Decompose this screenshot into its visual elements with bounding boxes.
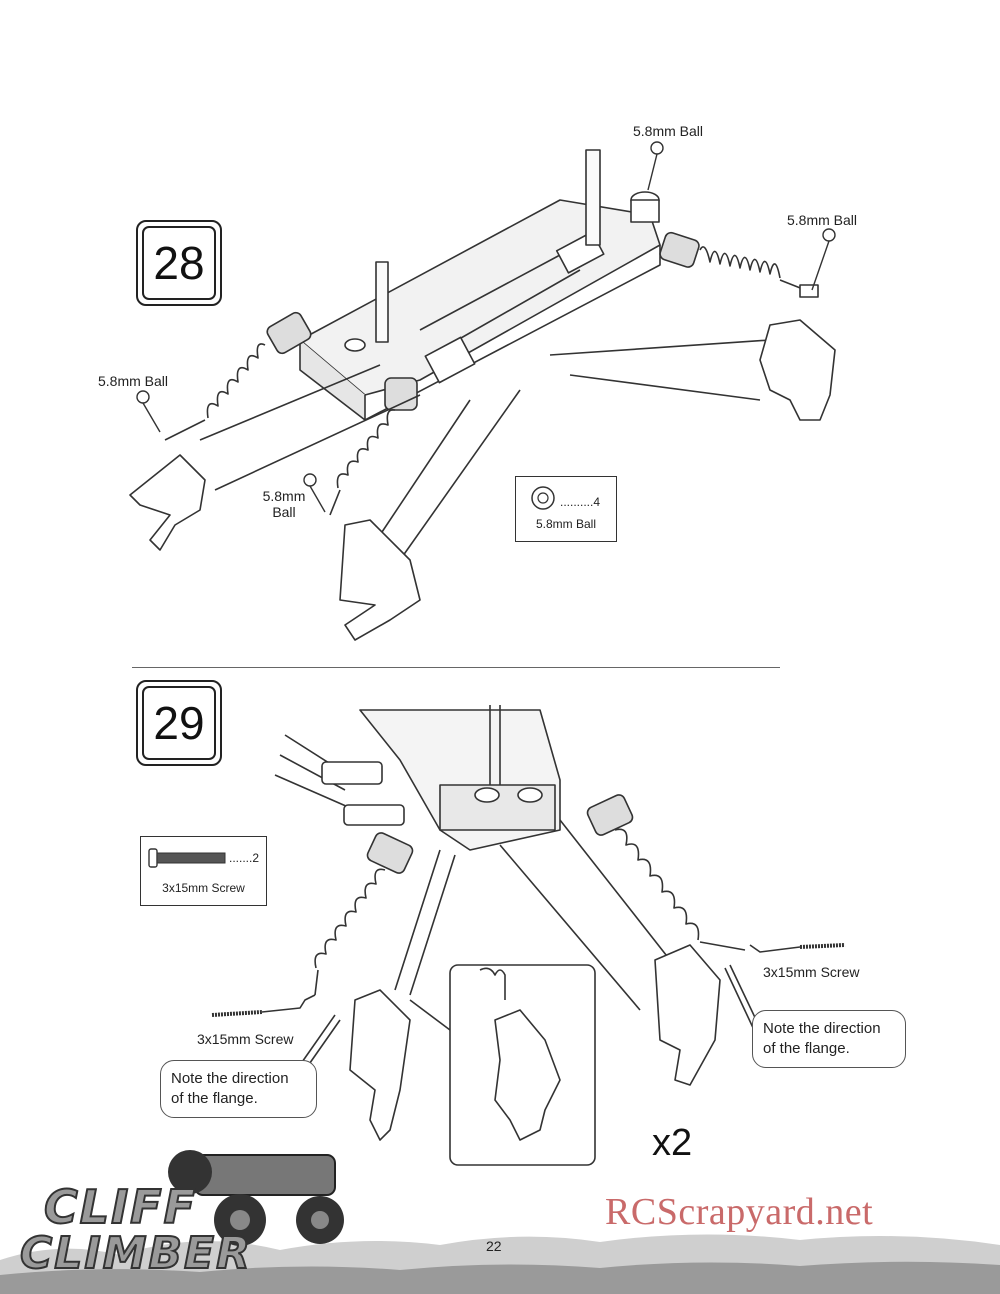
parts-name: 3x15mm Screw [162, 881, 245, 895]
screw-label-left: 3x15mm Screw [197, 1031, 294, 1047]
parts-qty: .......2 [229, 851, 260, 865]
parts-name: 5.8mm Ball [535, 517, 597, 531]
ball-label-top: 5.8mm Ball [633, 123, 704, 139]
step-29-badge: 29 [136, 680, 222, 766]
parts-box-ball: ..........4 5.8mm Ball [515, 476, 617, 542]
rocky-terrain-footer [0, 1150, 1000, 1294]
screw-label-right: 3x15mm Screw [763, 964, 860, 980]
section-divider [132, 667, 780, 668]
screw-icon [148, 848, 226, 868]
page-number: 22 [486, 1238, 502, 1254]
watermark: RCScrapyard.net [605, 1191, 874, 1233]
step-number: 29 [142, 686, 216, 760]
screw-icon [211, 994, 316, 1017]
step-28-badge: 28 [136, 220, 222, 306]
flange-note-left: Note the direction of the flange. [160, 1060, 317, 1118]
ball-icon [303, 473, 326, 513]
flange-note-right: Note the direction of the flange. [752, 1010, 906, 1068]
ball-label-left: 5.8mm Ball [98, 373, 169, 389]
parts-box-screw: .......2 3x15mm Screw [140, 836, 267, 906]
ball-icon [531, 486, 555, 510]
quantity-multiplier: x2 [652, 1122, 693, 1164]
ball-label-mid: 5.8mm Ball [262, 488, 306, 520]
truck-icon [168, 1150, 344, 1246]
ball-icon [647, 141, 664, 191]
step29-chassis-drawing [211, 705, 846, 1166]
ball-label-right: 5.8mm Ball [787, 212, 858, 228]
ball-icon [811, 228, 836, 291]
parts-qty: ..........4 [560, 495, 601, 509]
screw-icon [749, 943, 846, 953]
step28-chassis-drawing [129, 149, 836, 641]
step-number: 28 [142, 226, 216, 300]
ball-icon [136, 390, 161, 433]
